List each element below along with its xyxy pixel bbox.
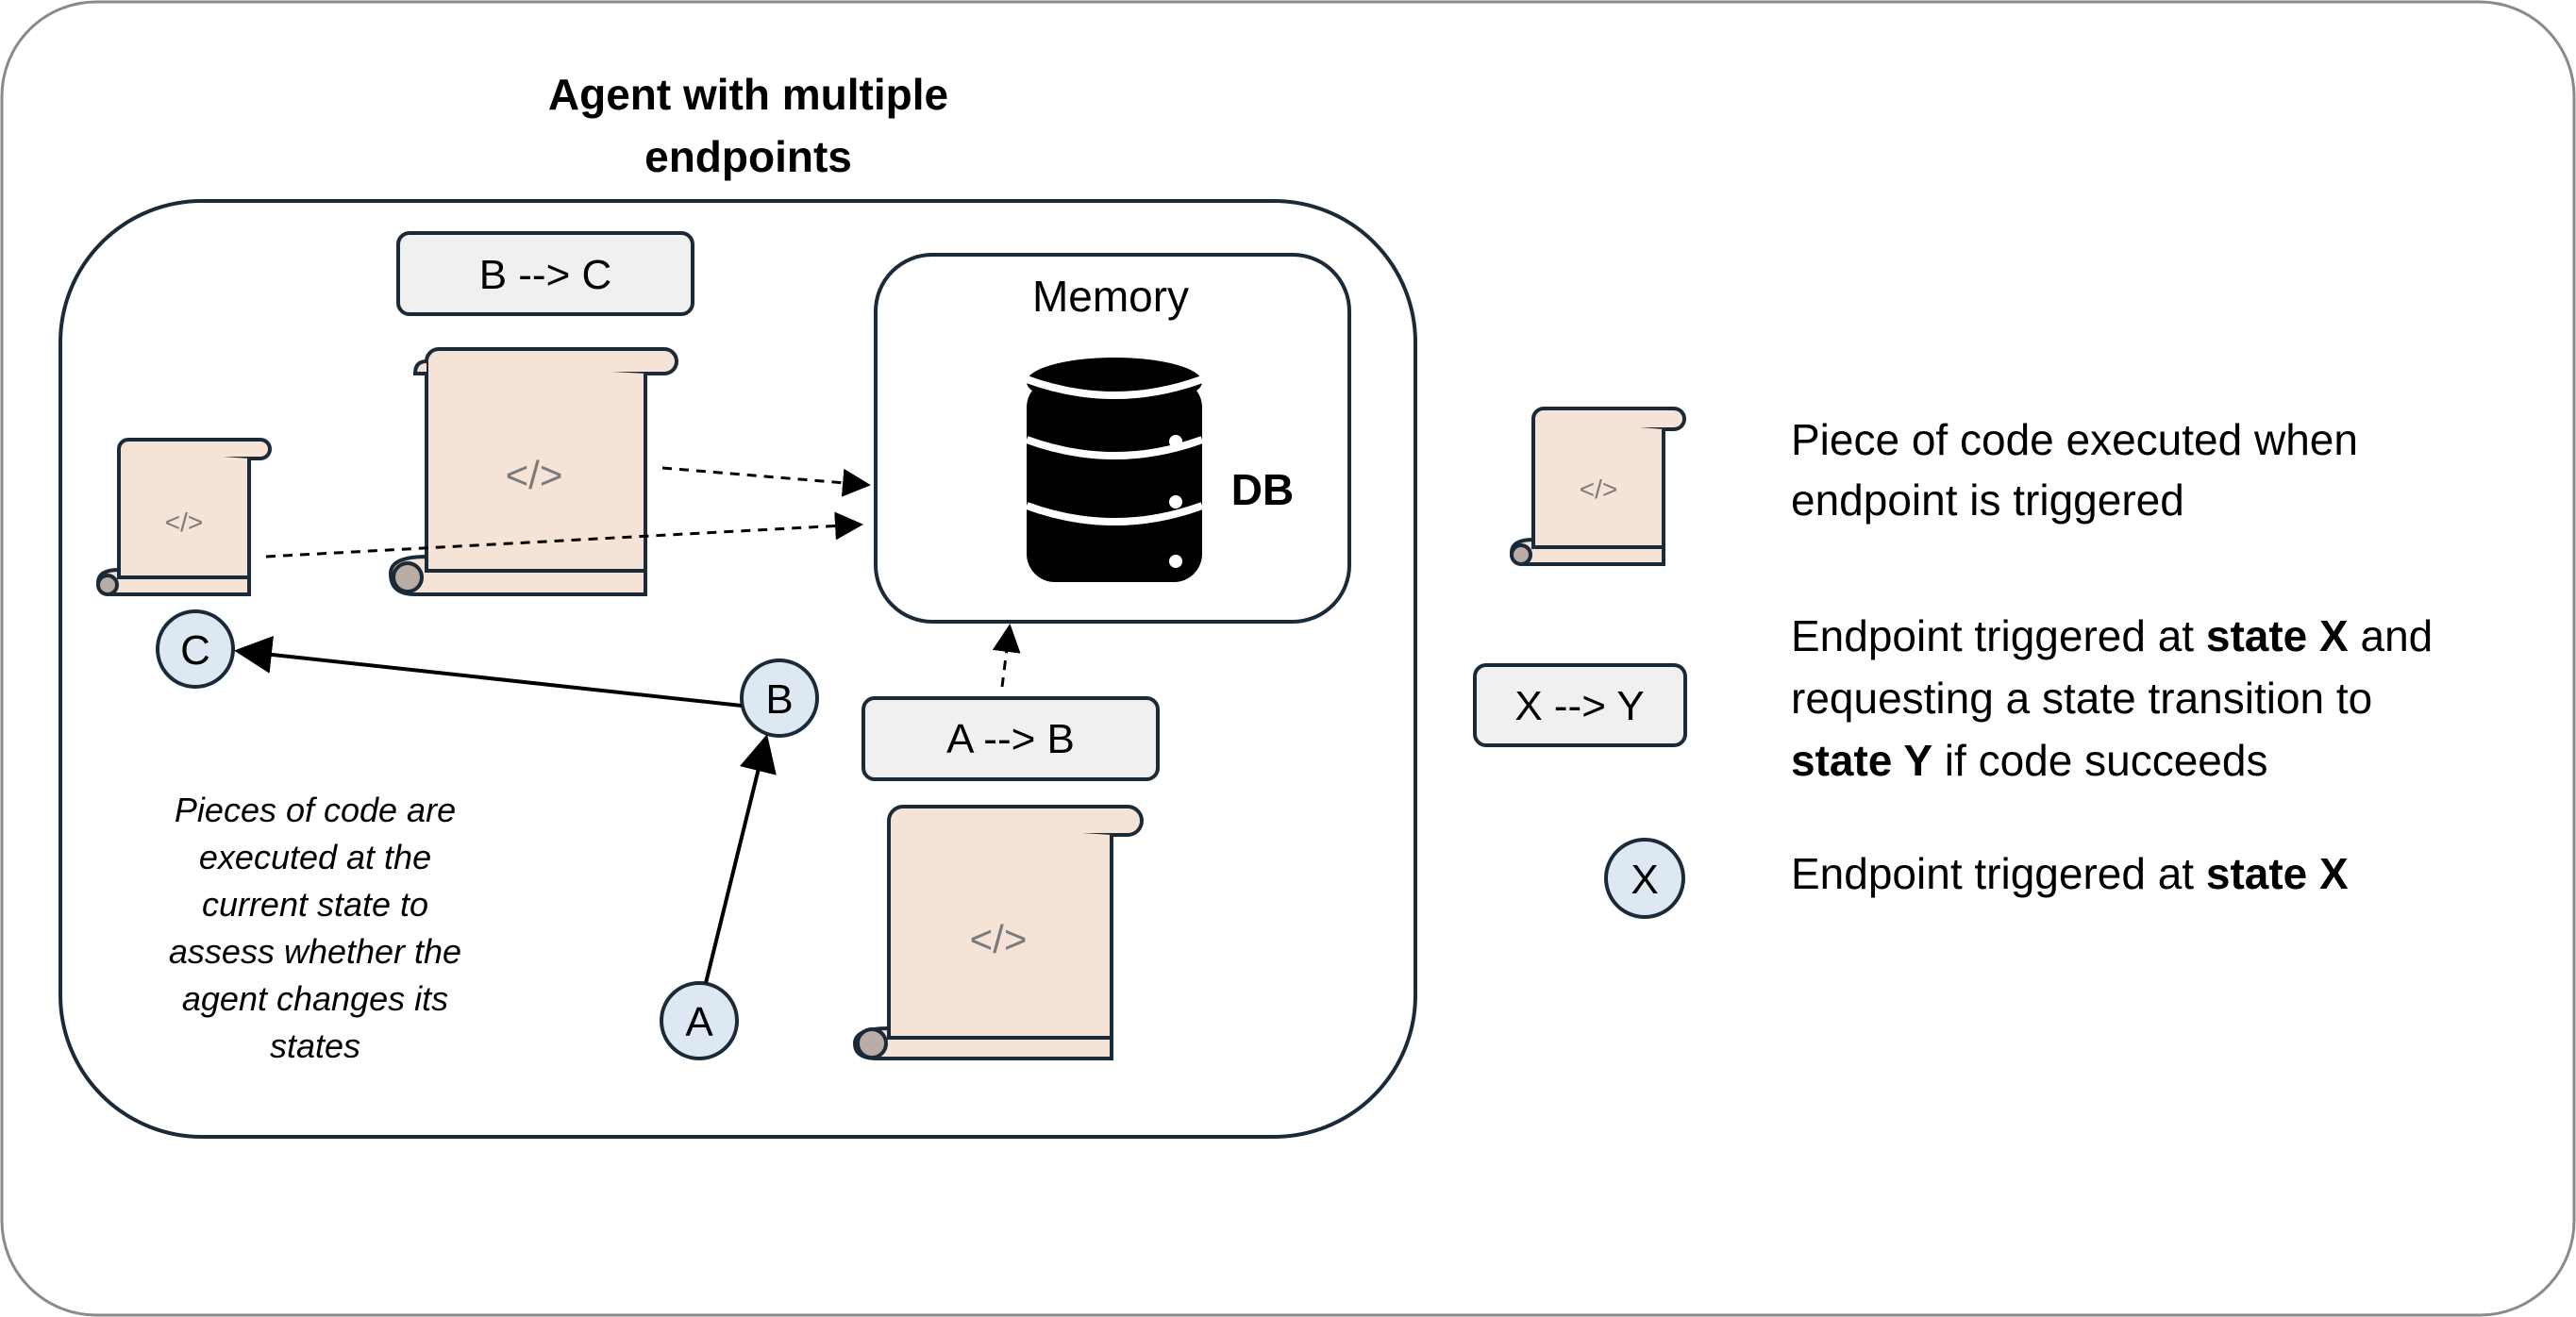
db-label: DB [1231,465,1294,514]
code-glyph-b-to-c: </> [506,453,563,497]
legend-transition-line3-post: if code succeeds [1932,736,2267,785]
diagram-title-line1: Agent with multiple [548,70,948,119]
legend-transition-box-label: X --> Y [1514,683,1644,729]
legend-code-scroll [1509,407,1686,566]
arrow-b-to-c [234,636,743,708]
code-glyph-c: </> [165,508,203,537]
transition-label-a-to-b: A --> B [946,716,1075,762]
dashed-arrow-b-to-c-code-to-memory [661,466,871,497]
note-line-2: executed at the [199,838,431,876]
legend-state-text-pre: Endpoint triggered at [1791,849,2206,898]
state-label-b: B [765,676,793,723]
legend-transition-text-line2: requesting a state transition to [1791,674,2372,723]
transition-box-b-to-c [396,231,694,316]
legend-transition-box [1473,663,1687,747]
note-text: Pieces of code are executed at the curre… [169,791,461,1065]
state-label-a: A [685,999,713,1045]
legend-transition-text-line3: state Y if code succeeds [1791,736,2267,785]
legend-code-text-line1: Piece of code executed when [1791,415,2358,464]
legend-state-circle [1604,838,1685,919]
legend-transition-line1-pre: Endpoint triggered at [1791,611,2206,660]
state-circle-a [660,981,739,1060]
code-scroll-c [95,438,272,596]
legend-transition-text-line1: Endpoint triggered at state X and [1791,611,2433,660]
legend-code-text-line2: endpoint is triggered [1791,475,2184,525]
state-label-c: C [180,627,210,674]
code-scroll-a-to-b [852,805,1144,1060]
memory-label: Memory [1032,272,1189,321]
legend-state-text-bold: state X [2206,849,2349,898]
arrow-a-to-b [704,734,777,984]
code-scroll-b-to-c [388,347,678,596]
legend-transition-line3-bold: state Y [1791,736,1932,785]
note-line-5: agent changes its [182,979,448,1018]
note-line-3: current state to [202,885,428,924]
transition-label-b-to-c: B --> C [479,252,612,298]
legend-state-text: Endpoint triggered at state X [1791,849,2349,898]
state-circle-b [740,658,819,738]
legend-transition-line1-bold: state X [2206,611,2349,660]
note-line-4: assess whether the [169,932,461,971]
database-icon [1025,358,1204,582]
note-line-1: Pieces of code are [175,791,456,829]
note-line-6: states [270,1026,360,1065]
legend-code-glyph: </> [1580,475,1617,504]
transition-box-a-to-b [861,696,1160,781]
code-glyph-a-to-b: </> [970,917,1028,961]
legend-transition-line1-post: and [2349,611,2434,660]
legend-state-circle-label: X [1631,857,1658,903]
diagram-title-line2: endpoints [644,132,852,181]
dashed-arrow-c-code-to-memory [265,511,863,558]
state-circle-c [156,609,235,689]
